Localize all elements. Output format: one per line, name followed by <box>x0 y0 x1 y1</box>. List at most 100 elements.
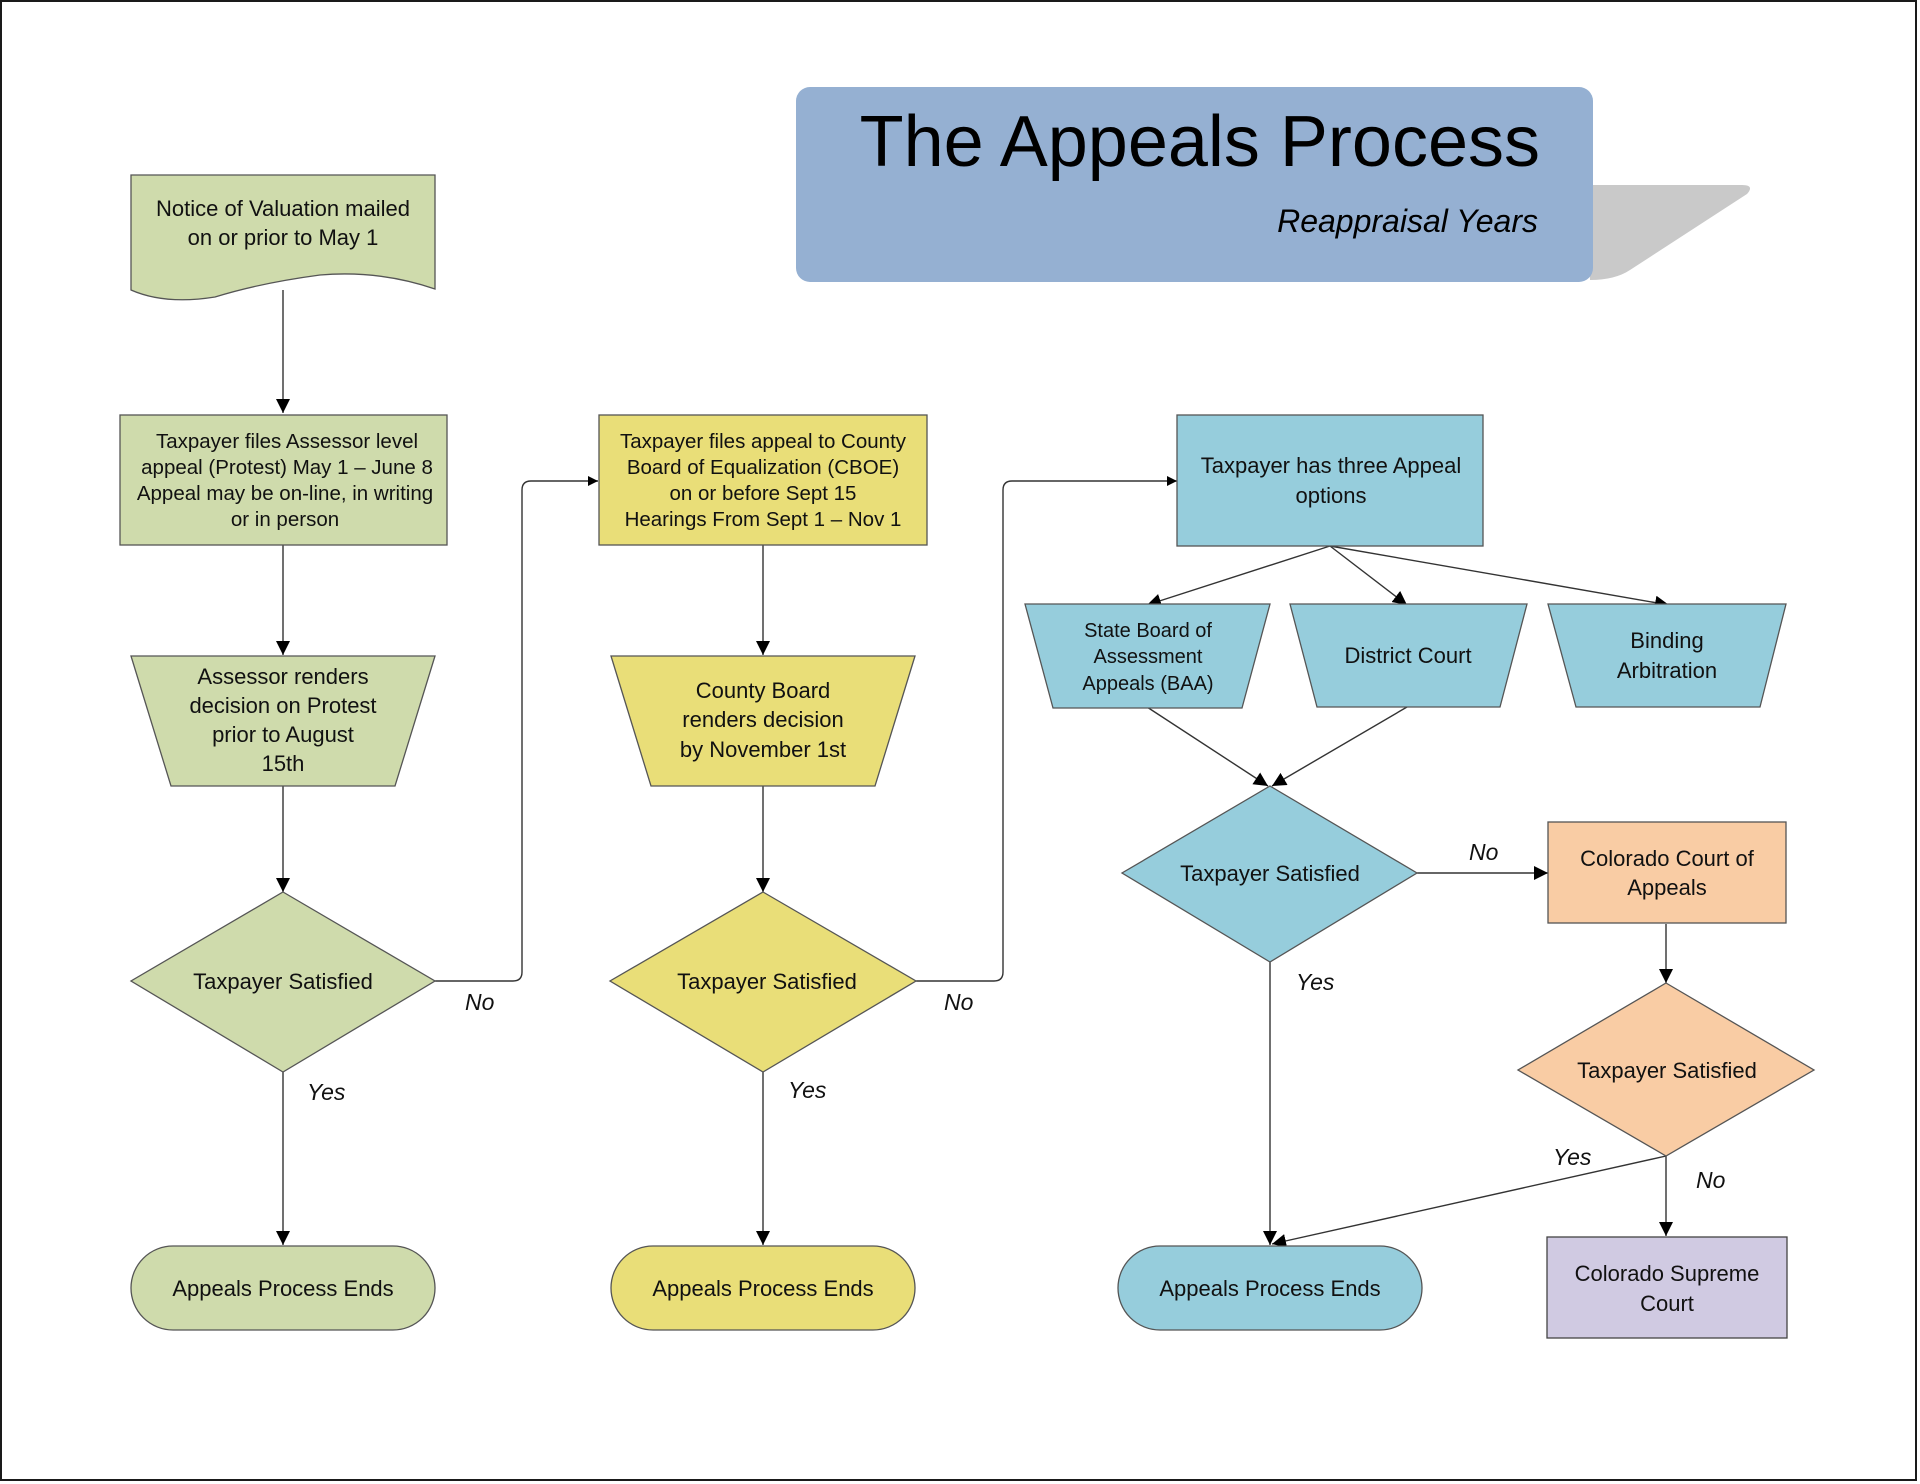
node-satisfied-1-label: Taxpayer Satisfied <box>193 969 373 994</box>
node-end-2: Appeals Process Ends <box>610 1245 916 1331</box>
node-assessor-appeal-line: Appeal may be on-line, in writing <box>137 482 433 505</box>
node-court-of-appeals-line: Colorado Court of <box>1580 846 1755 871</box>
node-court-of-appeals: Colorado Court of Appeals <box>1547 821 1787 924</box>
node-assessor-decision-line: 15th <box>262 751 305 776</box>
node-assessor-decision: Assessor renders decision on Protest prior… <box>130 655 436 787</box>
node-notice-line: on or prior to May 1 <box>188 225 379 250</box>
node-district-court-label: District Court <box>1344 643 1471 668</box>
page-subtitle: Reappraisal Years <box>1277 203 1538 239</box>
process-box <box>119 414 448 546</box>
manual-operation-shape <box>130 655 436 787</box>
node-cboe-decision-line: renders decision <box>682 707 843 732</box>
node-arbitration-line: Binding <box>1630 628 1703 653</box>
node-district-court: District Court <box>1289 603 1528 708</box>
node-baa-line: State Board of <box>1084 620 1212 642</box>
node-cboe-appeal-line: Board of Equalization (CBOE) <box>627 456 899 479</box>
edge-label-no: No <box>465 989 495 1015</box>
document-shape <box>130 174 436 301</box>
node-assessor-decision-line: Assessor renders <box>197 664 368 689</box>
node-arbitration-line: Arbitration <box>1617 658 1717 683</box>
node-cboe-appeal-line: Taxpayer files appeal to County <box>620 430 907 453</box>
node-supreme-court-line: Court <box>1640 1291 1694 1316</box>
node-assessor-decision-line: prior to August <box>212 722 354 747</box>
node-cboe-appeal-line: on or before Sept 15 <box>670 482 857 505</box>
edge-label-no: No <box>1696 1167 1726 1193</box>
node-cboe-decision: County Board renders decision by November … <box>610 655 916 787</box>
connector-options-to-baa <box>1146 545 1331 608</box>
node-baa-line: Assessment <box>1094 646 1203 668</box>
manual-operation-shape <box>1547 603 1787 708</box>
node-end-3-label: Appeals Process Ends <box>1159 1276 1380 1301</box>
node-baa-line: Appeals (BAA) <box>1082 673 1213 695</box>
node-satisfied-3: Taxpayer Satisfied <box>1120 785 1419 963</box>
decision-diamond <box>129 891 437 1073</box>
process-box <box>598 414 928 546</box>
node-end-3: Appeals Process Ends <box>1117 1245 1423 1331</box>
process-box <box>1546 1236 1788 1339</box>
node-end-1: Appeals Process Ends <box>130 1245 436 1331</box>
manual-operation-shape <box>610 655 916 787</box>
edge-label-no: No <box>1469 839 1499 865</box>
node-assessor-appeal-line: or in person <box>231 508 339 531</box>
title-shadow <box>1585 185 1751 280</box>
process-box <box>1176 414 1484 547</box>
node-court-of-appeals-line: Appeals <box>1627 875 1707 900</box>
terminator-shape <box>130 1245 436 1331</box>
edge-labels: No Yes No Yes No Yes Yes No <box>307 839 1726 1193</box>
connector-district-court-to-satisfied-3 <box>1271 706 1408 787</box>
connector-satisfied-4-yes <box>1271 1155 1667 1248</box>
node-satisfied-4-label: Taxpayer Satisfied <box>1577 1058 1757 1083</box>
node-assessor-appeal-line: appeal (Protest) May 1 – June 8 <box>141 456 433 479</box>
connector-options-to-district-court <box>1329 545 1408 606</box>
node-notice-line: Notice of Valuation mailed <box>156 196 410 221</box>
connector-satisfied-1-no <box>435 476 598 982</box>
edge-label-yes: Yes <box>1296 969 1335 995</box>
terminator-shape <box>610 1245 916 1331</box>
node-assessor-appeal-line: Taxpayer files Assessor level <box>156 430 418 453</box>
node-end-1-label: Appeals Process Ends <box>172 1276 393 1301</box>
node-satisfied-2: Taxpayer Satisfied <box>608 891 918 1073</box>
node-assessor-decision-line: decision on Protest <box>189 693 376 718</box>
connector-options-to-arbitration <box>1329 545 1670 610</box>
edge-label-yes: Yes <box>788 1077 827 1103</box>
terminator-shape <box>1117 1245 1423 1331</box>
manual-operation-shape <box>1289 603 1528 708</box>
decision-diamond <box>1120 785 1419 963</box>
node-cboe-decision-line: by November 1st <box>680 737 846 762</box>
node-three-options-line: options <box>1296 483 1367 508</box>
edge-label-yes: Yes <box>307 1079 346 1105</box>
connector-baa-to-satisfied-3 <box>1146 706 1269 787</box>
edge-label-yes: Yes <box>1553 1144 1592 1170</box>
edge-label-no: No <box>944 989 974 1015</box>
node-assessor-appeal: Taxpayer files Assessor level appeal (Pro… <box>119 414 448 546</box>
title-banner: The Appeals Process Reappraisal Years <box>796 87 1751 282</box>
connector-satisfied-2-no <box>916 476 1177 982</box>
process-box <box>1547 821 1787 924</box>
decision-diamond <box>1516 982 1816 1157</box>
title-box <box>796 87 1593 282</box>
node-end-2-label: Appeals Process Ends <box>652 1276 873 1301</box>
node-cboe-appeal-line: Hearings From Sept 1 – Nov 1 <box>625 508 902 531</box>
node-satisfied-1: Taxpayer Satisfied <box>129 891 437 1073</box>
connectors <box>276 290 1673 1248</box>
page-title: The Appeals Process <box>860 102 1540 182</box>
node-supreme-court-line: Colorado Supreme <box>1575 1261 1760 1286</box>
node-cboe-decision-line: County Board <box>696 678 831 703</box>
